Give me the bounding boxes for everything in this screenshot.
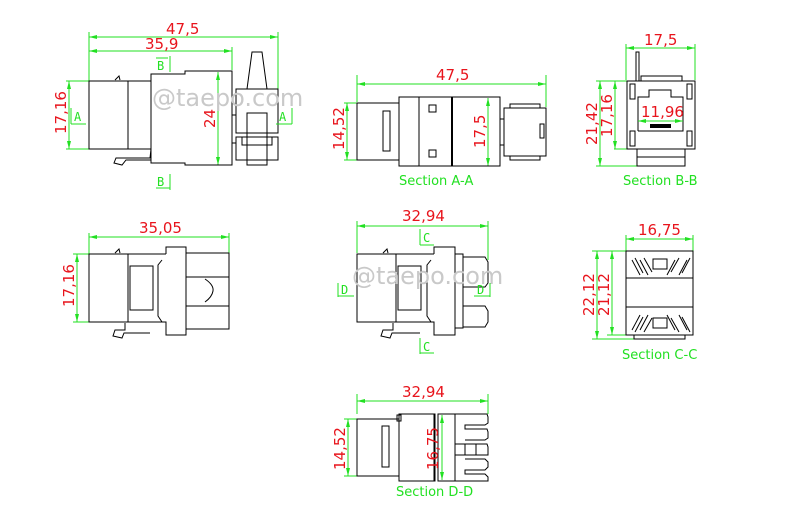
dim-b-height-outer: 21,42	[583, 102, 601, 145]
section-marker-c-bottom: C	[423, 340, 430, 354]
section-c-view: 16,75 22,12 21,12 Section C-C	[580, 221, 697, 363]
dim-side-length: 35,05	[139, 219, 182, 237]
section-a-caption: Section A-A	[399, 174, 473, 189]
dim-b-port-width: 11,96	[641, 103, 684, 121]
front-view: B B A A 47,5 35,9 17,16 24	[52, 20, 293, 190]
section-b-view: 17,5 21,42 17,16 11,96 Section B-B	[583, 31, 698, 189]
dim-d-height-left: 14,52	[331, 427, 349, 470]
watermark-middle: @taepo.com	[352, 262, 503, 290]
middle-view: C C D D 32,94	[337, 207, 491, 354]
section-marker-a-right: A	[279, 110, 287, 124]
dim-a-height-left: 14,52	[330, 107, 348, 150]
dim-height-body: 24	[201, 109, 219, 128]
section-d-caption: Section D-D	[396, 485, 473, 500]
section-marker-c-top: C	[423, 231, 430, 245]
dim-body-length: 35,9	[145, 35, 178, 53]
side-view: 35,05 17,16	[60, 219, 230, 339]
section-b-caption: Section B-B	[623, 174, 698, 189]
dim-overall-length: 47,5	[166, 20, 199, 38]
section-marker-a-left: A	[74, 110, 82, 124]
dim-d-height-mid: 16,75	[424, 427, 442, 470]
watermark-top: @taepo.com	[152, 84, 303, 112]
section-marker-d-left: D	[341, 283, 348, 297]
dim-d-length: 32,94	[402, 383, 445, 401]
section-c-caption: Section C-C	[622, 348, 697, 363]
dim-c-height-outer: 22,12	[580, 273, 598, 316]
section-a-view: 47,5 14,52 17,5 Section A-A	[330, 66, 547, 189]
dim-middle-length: 32,94	[402, 207, 445, 225]
dim-b-height-inner: 17,16	[598, 94, 616, 137]
dim-side-height: 17,16	[60, 264, 78, 307]
dim-height-left: 17,16	[52, 91, 70, 134]
section-marker-b-top: B	[157, 59, 164, 73]
section-d-view: 32,94 14,52 16,75 Section D-D	[331, 383, 489, 500]
section-marker-d-right: D	[477, 283, 484, 297]
dim-c-height-inner: 21,12	[595, 273, 613, 316]
dim-b-width: 17,5	[644, 31, 677, 49]
dim-c-width: 16,75	[638, 221, 681, 239]
section-marker-b-bottom: B	[157, 175, 164, 189]
dim-a-length: 47,5	[436, 66, 469, 84]
dim-a-height-mid: 17,5	[471, 115, 489, 148]
